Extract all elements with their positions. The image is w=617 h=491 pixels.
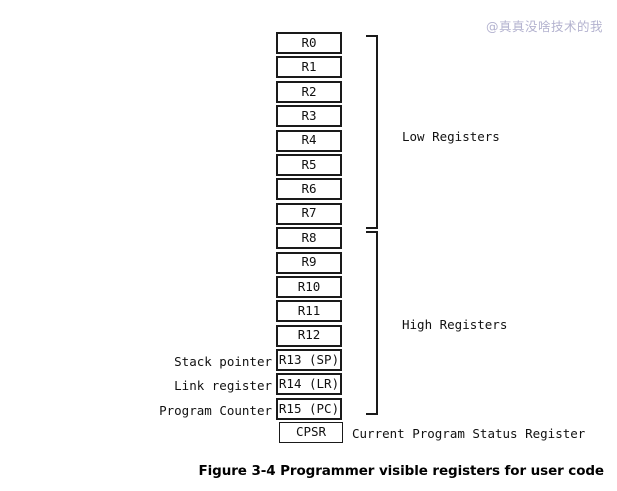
register-box-r4: R4 xyxy=(276,129,342,152)
bracket-spine xyxy=(376,35,378,229)
register-box-r8: R8 xyxy=(276,227,342,250)
group-label-low-registers: Low Registers xyxy=(402,129,500,144)
bracket-low-registers xyxy=(366,35,378,229)
register-box-r1: R1 xyxy=(276,56,342,79)
register-box-r13: R13 (SP) xyxy=(276,349,342,372)
register-box-r3: R3 xyxy=(276,105,342,128)
bracket-tick-top xyxy=(366,35,378,37)
register-box-r0: R0 xyxy=(276,32,342,54)
register-side-labels: Stack pointer Link register Program Coun… xyxy=(0,351,274,424)
register-box-r7: R7 xyxy=(276,202,342,225)
register-box-r10: R10 xyxy=(276,275,342,298)
register-box-r15: R15 (PC) xyxy=(276,397,342,420)
bracket-spine xyxy=(376,231,378,415)
figure-caption: Figure 3-4 Programmer visible registers … xyxy=(198,463,605,479)
register-column: R0 R1 R2 R3 R4 R5 R6 R7 R8 R9 R10 R11 R1… xyxy=(276,32,342,422)
watermark-text: @真真没啥技术的我 xyxy=(485,19,603,34)
bracket-high-registers xyxy=(366,231,378,415)
bracket-tick-bottom xyxy=(366,413,378,415)
bracket-tick-bottom xyxy=(366,227,378,229)
register-box-r14: R14 (LR) xyxy=(276,373,342,396)
side-label-program-counter: Program Counter xyxy=(159,402,272,418)
register-box-r2: R2 xyxy=(276,80,342,103)
side-label-stack-pointer: Stack pointer xyxy=(174,354,272,369)
register-box-r9: R9 xyxy=(276,251,342,274)
bracket-tick-top xyxy=(366,231,378,233)
register-box-r12: R12 xyxy=(276,324,342,347)
cpsr-description: Current Program Status Register xyxy=(352,426,586,441)
register-box-cpsr: CPSR xyxy=(279,422,343,443)
side-label-link-register: Link register xyxy=(174,378,272,394)
group-label-high-registers: High Registers xyxy=(402,317,508,332)
register-box-r5: R5 xyxy=(276,153,342,176)
register-box-r6: R6 xyxy=(276,178,342,201)
register-box-r11: R11 xyxy=(276,300,342,323)
